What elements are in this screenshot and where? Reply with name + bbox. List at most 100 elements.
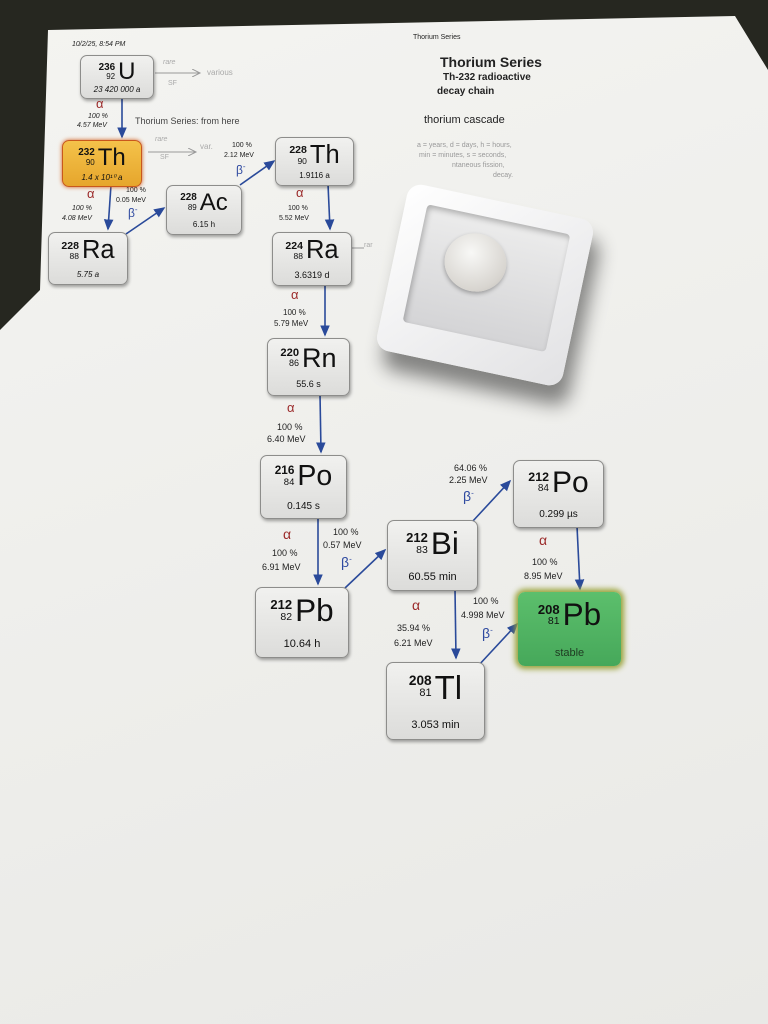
decay-percent: 100 % xyxy=(72,205,92,212)
decay-energy: 4.998 MeV xyxy=(461,610,505,620)
decay-energy: 2.25 MeV xyxy=(449,475,488,485)
alpha-symbol: α xyxy=(291,287,299,302)
element-symbol: Tl xyxy=(434,668,463,706)
alpha-symbol: α xyxy=(87,186,95,201)
timestamp: 10/2/25, 8:54 PM xyxy=(72,41,126,48)
atomic-number: 82 xyxy=(280,610,293,623)
half-life: 10.64 h xyxy=(283,638,321,651)
decay-energy: 8.95 MeV xyxy=(524,571,563,581)
element-symbol: Pb xyxy=(562,596,602,633)
decay-percent: 100 % xyxy=(473,596,499,606)
mass-number: 208 xyxy=(537,601,560,617)
element-symbol: Ra xyxy=(305,236,339,265)
mass-number: 216 xyxy=(274,464,295,478)
atomic-number: 89 xyxy=(187,202,197,212)
element-symbol: Pb xyxy=(295,591,334,628)
mass-number: 236 xyxy=(98,61,116,73)
half-life: 3.053 min xyxy=(411,719,460,732)
decay-energy: 6.21 MeV xyxy=(394,638,433,648)
decay-energy: 5.52 MeV xyxy=(279,215,309,222)
atomic-number: 92 xyxy=(106,72,116,82)
decay-energy: 0.57 MeV xyxy=(323,540,362,550)
beta-minus-symbol: β- xyxy=(463,488,474,504)
sf-target-label: var. xyxy=(200,142,213,151)
header-small-title: Thorium Series xyxy=(413,34,461,41)
half-life: 1.4 x 10¹⁰ a xyxy=(81,172,123,182)
element-symbol: Po xyxy=(551,465,589,499)
atomic-number: 83 xyxy=(416,543,428,556)
arrow-th228-ra224 xyxy=(324,183,335,231)
half-life: 6.15 h xyxy=(192,220,216,230)
half-life: 0.299 µs xyxy=(539,509,578,521)
arrow-tl208-pb208 xyxy=(477,622,519,667)
decay-energy: 5.79 MeV xyxy=(274,319,309,328)
sf-target-label: various xyxy=(207,68,233,77)
arrow-po212-pb208 xyxy=(574,525,585,591)
arrow-ra228-ac228 xyxy=(125,207,166,235)
beta-minus-symbol: β- xyxy=(341,554,352,570)
decay-percent: 100 % xyxy=(272,548,298,558)
mass-number: 228 xyxy=(180,192,197,204)
alpha-symbol: α xyxy=(412,597,421,613)
decay-percent: 35.94 % xyxy=(397,623,431,633)
mass-number: 228 xyxy=(61,239,79,252)
alpha-symbol: α xyxy=(296,185,304,200)
half-life: 23 420 000 a xyxy=(93,84,141,94)
atomic-number: 90 xyxy=(85,157,95,167)
half-life: 3.6319 d xyxy=(294,269,330,280)
decay-percent: 100 % xyxy=(532,557,558,567)
atomic-number: 84 xyxy=(283,476,295,488)
decay-energy: 6.40 MeV xyxy=(267,434,306,444)
atomic-number: 81 xyxy=(419,687,432,700)
atomic-number: 86 xyxy=(289,358,300,369)
subtitle-line1: Th-232 radioactive xyxy=(443,72,531,83)
mass-number: 212 xyxy=(270,597,293,613)
decay-percent: 100 % xyxy=(232,142,252,149)
mass-number: 208 xyxy=(408,673,432,689)
decay-percent: 100 % xyxy=(126,187,146,194)
mass-number: 224 xyxy=(285,239,303,252)
mass-number: 228 xyxy=(289,144,307,157)
arrow-rn220-po216 xyxy=(316,393,326,454)
alpha-symbol: α xyxy=(96,96,104,111)
half-life: 1.9116 a xyxy=(299,171,330,181)
decay-percent: 64.06 % xyxy=(454,463,488,473)
element-symbol: Ac xyxy=(199,188,228,216)
decay-percent: 100 % xyxy=(333,527,359,537)
decay-percent: 100 % xyxy=(277,422,303,432)
sf-rare-label: rare xyxy=(163,59,176,66)
element-symbol: Rn xyxy=(302,342,337,373)
decay-energy: 4.08 MeV xyxy=(62,215,92,222)
element-symbol: U xyxy=(118,58,136,86)
half-life: 0.145 s xyxy=(287,500,320,512)
decay-energy: 6.91 MeV xyxy=(262,562,301,572)
legend-line: decay. xyxy=(493,172,514,179)
sf-rare-label: rar xyxy=(364,242,373,249)
decay-energy: 0.05 MeV xyxy=(116,197,146,204)
arrow-th232-ra228 xyxy=(103,184,114,231)
legend-line: a = years, d = days, h = hours, xyxy=(417,142,512,149)
mass-number: 212 xyxy=(528,469,549,484)
sf-label: SF xyxy=(160,154,169,161)
mass-number: 220 xyxy=(280,346,300,359)
beta-minus-symbol: β- xyxy=(482,625,493,641)
atomic-number: 84 xyxy=(537,482,549,494)
element-symbol: Bi xyxy=(430,524,459,561)
mass-number: 232 xyxy=(78,147,95,159)
atomic-number: 90 xyxy=(297,155,307,166)
beta-minus-symbol: β- xyxy=(128,205,138,220)
sf-rare-label: rare xyxy=(155,136,168,143)
decay-energy: 2.12 MeV xyxy=(224,152,254,159)
arrow-ac228-th228 xyxy=(239,160,276,186)
cascade-label: thorium cascade xyxy=(424,114,505,126)
decay-energy: 4.57 MeV xyxy=(77,122,107,129)
